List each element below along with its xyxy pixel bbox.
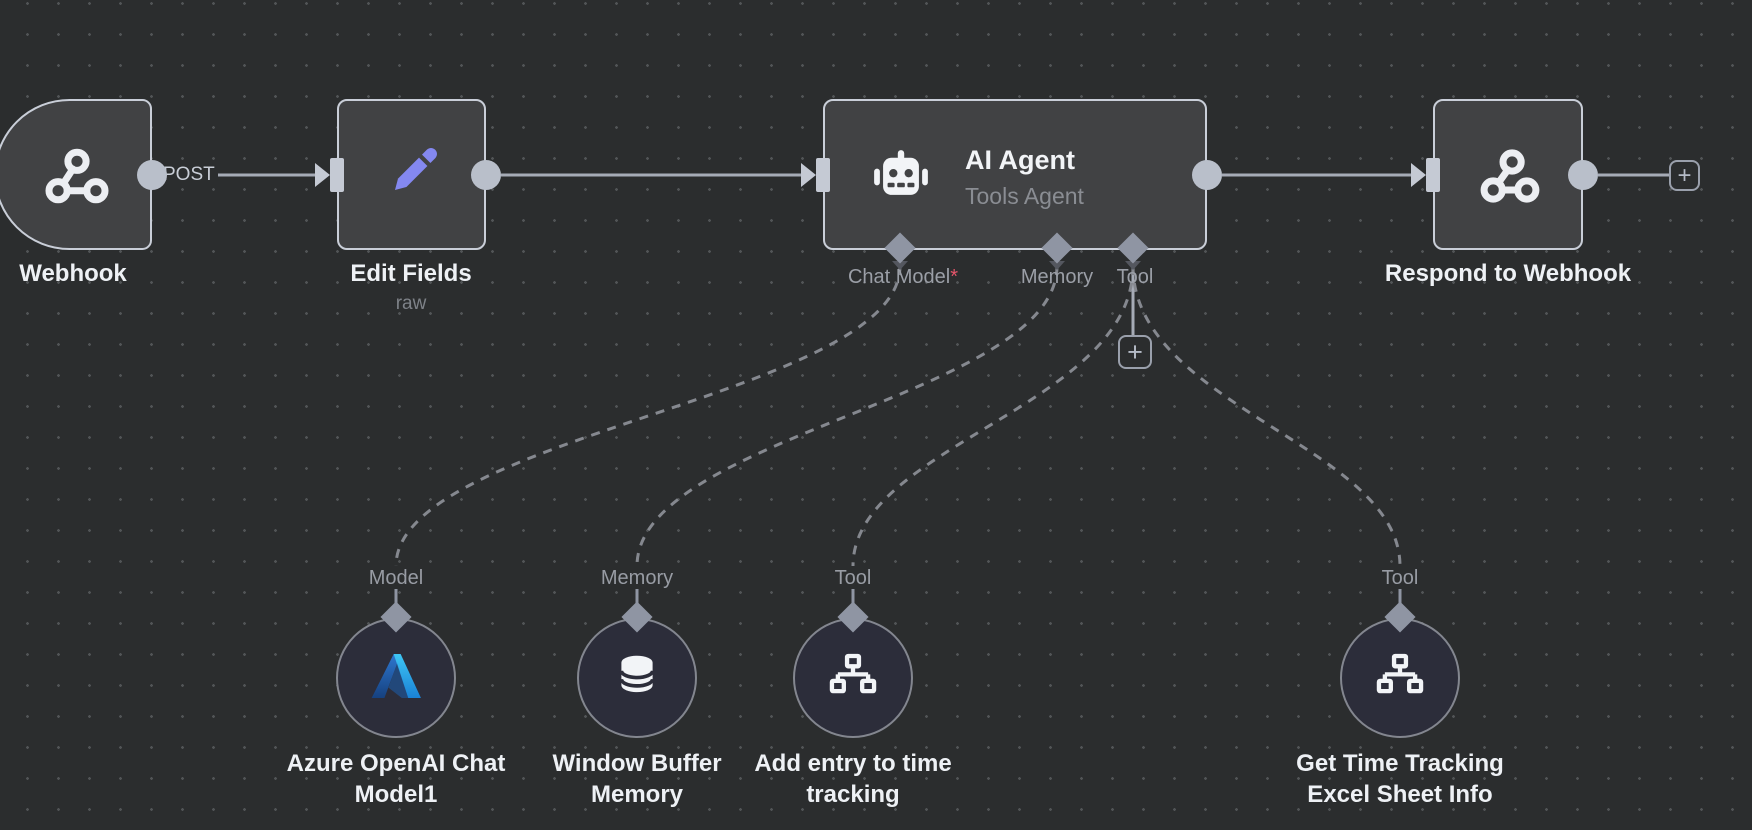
editfields-input-connector[interactable] bbox=[330, 158, 344, 192]
connector-label-memory: Memory bbox=[600, 567, 674, 589]
addentry-node-label-line2: tracking bbox=[806, 781, 900, 808]
node-ai-agent[interactable]: AI Agent Tools Agent bbox=[823, 99, 1207, 250]
sitemap-icon bbox=[1373, 649, 1427, 708]
editfields-input-arrow bbox=[315, 163, 330, 187]
aiagent-input-arrow bbox=[801, 163, 816, 187]
add-node-button[interactable]: + bbox=[1669, 160, 1700, 191]
respond-output-connector[interactable] bbox=[1568, 160, 1598, 190]
webhook-output-connector[interactable] bbox=[137, 160, 167, 190]
respond-input-connector[interactable] bbox=[1426, 158, 1440, 192]
editfields-node-label: Edit Fields bbox=[350, 260, 472, 287]
aiagent-title: AI Agent bbox=[965, 145, 1075, 175]
addentry-node-label-line1: Add entry to time bbox=[754, 750, 952, 777]
aiagent-output-connector[interactable] bbox=[1192, 160, 1222, 190]
addentry-node-label: Add entry to time tracking bbox=[754, 748, 951, 810]
gettime-node-label-line2: Excel Sheet Info bbox=[1307, 781, 1493, 808]
robot-icon bbox=[869, 145, 933, 209]
node-webhook[interactable] bbox=[0, 99, 152, 250]
node-respond-to-webhook[interactable] bbox=[1433, 99, 1583, 250]
azure-icon bbox=[367, 647, 425, 710]
gettime-node-label-line1: Get Time Tracking bbox=[1296, 750, 1504, 777]
connector-label-model: Model bbox=[368, 567, 424, 589]
connection-tool-addentry[interactable] bbox=[851, 265, 1135, 567]
editfields-output-connector[interactable] bbox=[471, 160, 501, 190]
required-asterisk: * bbox=[950, 266, 959, 288]
respond-input-arrow bbox=[1411, 163, 1426, 187]
aiagent-subtitle: Tools Agent bbox=[965, 183, 1084, 209]
webhook-method-tag: POST bbox=[160, 164, 218, 186]
windowbuffer-node-label-line1: Window Buffer bbox=[552, 750, 722, 777]
plus-icon: + bbox=[1677, 161, 1692, 189]
gettime-node-label: Get Time Tracking Excel Sheet Info bbox=[1296, 748, 1504, 810]
sitemap-icon bbox=[826, 649, 880, 708]
plus-icon: + bbox=[1127, 336, 1143, 367]
node-add-entry-to-time-tracking[interactable] bbox=[793, 618, 913, 738]
azure-node-label-line1: Azure OpenAI Chat bbox=[286, 750, 506, 777]
azure-node-label-line2: Model1 bbox=[354, 781, 438, 808]
windowbuffer-node-label: Window Buffer Memory bbox=[552, 748, 721, 810]
connection-memory-windowbuffer[interactable] bbox=[635, 265, 1059, 567]
node-edit-fields[interactable] bbox=[337, 99, 486, 250]
windowbuffer-node-label-line2: Memory bbox=[590, 781, 684, 808]
aiagent-port-chatmodel-tail bbox=[892, 261, 908, 270]
add-tool-button[interactable]: + bbox=[1118, 335, 1152, 369]
respond-node-label: Respond to Webhook bbox=[1384, 260, 1632, 287]
aiagent-input-connector[interactable] bbox=[816, 158, 830, 192]
node-azure-openai-chat-model[interactable] bbox=[336, 618, 456, 738]
connection-tool-gettime[interactable] bbox=[1131, 265, 1402, 567]
webhook-icon bbox=[42, 141, 112, 211]
editfields-node-subtitle: raw bbox=[395, 293, 427, 314]
connector-label-tool-2: Tool bbox=[1381, 567, 1419, 589]
azure-node-label: Azure OpenAI Chat Model1 bbox=[287, 748, 506, 810]
aiagent-port-memory-tail bbox=[1049, 261, 1065, 270]
node-get-time-tracking-excel-sheet-info[interactable] bbox=[1340, 618, 1460, 738]
webhook-node-label: Webhook bbox=[19, 260, 127, 287]
node-window-buffer-memory[interactable] bbox=[577, 618, 697, 738]
webhook-icon bbox=[1475, 141, 1545, 211]
connection-chatmodel-azure[interactable] bbox=[394, 265, 902, 567]
database-icon bbox=[611, 650, 663, 707]
connector-label-tool-1: Tool bbox=[834, 567, 872, 589]
pencil-icon bbox=[383, 142, 443, 202]
